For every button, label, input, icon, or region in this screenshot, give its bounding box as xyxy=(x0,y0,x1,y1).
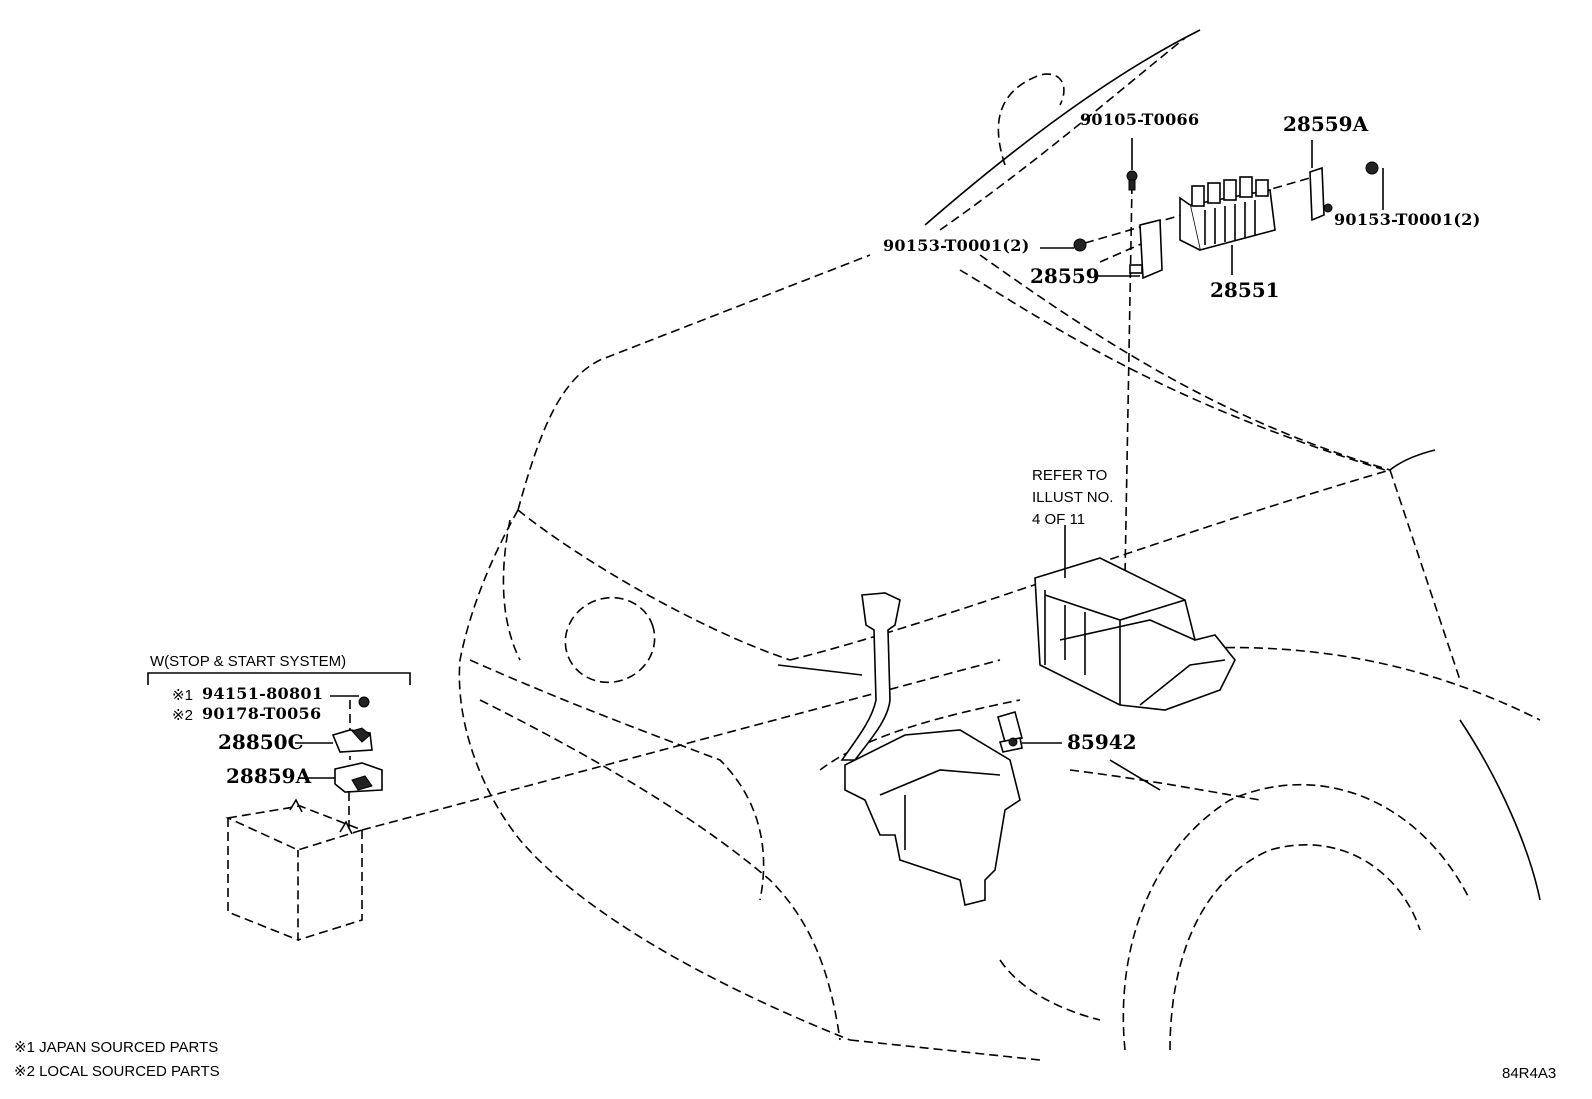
variant-header: W(STOP & START SYSTEM) xyxy=(150,653,347,670)
junction-block xyxy=(1034,557,1236,711)
battery xyxy=(225,798,365,942)
hood-outline xyxy=(517,254,1461,681)
bracket-28559 xyxy=(1129,218,1163,280)
mark2-symbol: ※2 xyxy=(172,707,193,724)
label-sensor-28850C[interactable]: 28850C xyxy=(218,730,304,754)
mark1-symbol: ※1 xyxy=(172,687,193,704)
label-bracket-28559A[interactable]: 28559A xyxy=(1283,112,1369,136)
washer-tank xyxy=(840,592,1021,906)
relay-block-28551 xyxy=(1179,176,1276,251)
label-bolt-90105-T0066[interactable]: 90105-T0066 xyxy=(1080,110,1200,129)
label-bracket-28559[interactable]: 28559 xyxy=(1030,264,1100,288)
legend-note-2: ※2 LOCAL SOURCED PARTS xyxy=(14,1063,220,1080)
windshield-outline xyxy=(924,29,1201,231)
label-part-94151-80801[interactable]: 94151-80801 xyxy=(202,684,324,703)
label-screw-right[interactable]: 90153-T0001(2) xyxy=(1334,210,1481,229)
label-relay-block-28551[interactable]: 28551 xyxy=(1210,278,1280,302)
label-screw-left[interactable]: 90153-T0001(2) xyxy=(883,236,1030,255)
front-fascia xyxy=(458,509,1041,1061)
refer-note-line1: REFER TO xyxy=(1032,467,1108,484)
leader-lines xyxy=(348,174,1321,831)
fasteners xyxy=(1073,161,1379,252)
callout-leaders xyxy=(295,138,1384,779)
figure-code: 84R4A3 xyxy=(1502,1065,1557,1082)
relay-85942 xyxy=(997,711,1023,753)
refer-note-line2: ILLUST NO. xyxy=(1032,489,1114,506)
legend-note-1: ※1 JAPAN SOURCED PARTS xyxy=(14,1039,219,1056)
sensor-assembly xyxy=(331,696,383,793)
label-sensor-bracket-28859A[interactable]: 28859A xyxy=(226,764,312,788)
bracket-28559A xyxy=(1309,166,1325,222)
variant-bracket xyxy=(147,672,411,685)
label-relay-85942[interactable]: 85942 xyxy=(1067,730,1137,754)
label-part-90178-T0056[interactable]: 90178-T0056 xyxy=(202,704,322,723)
refer-note-line3: 4 OF 11 xyxy=(1032,511,1086,528)
fender-outline xyxy=(999,646,1541,1051)
